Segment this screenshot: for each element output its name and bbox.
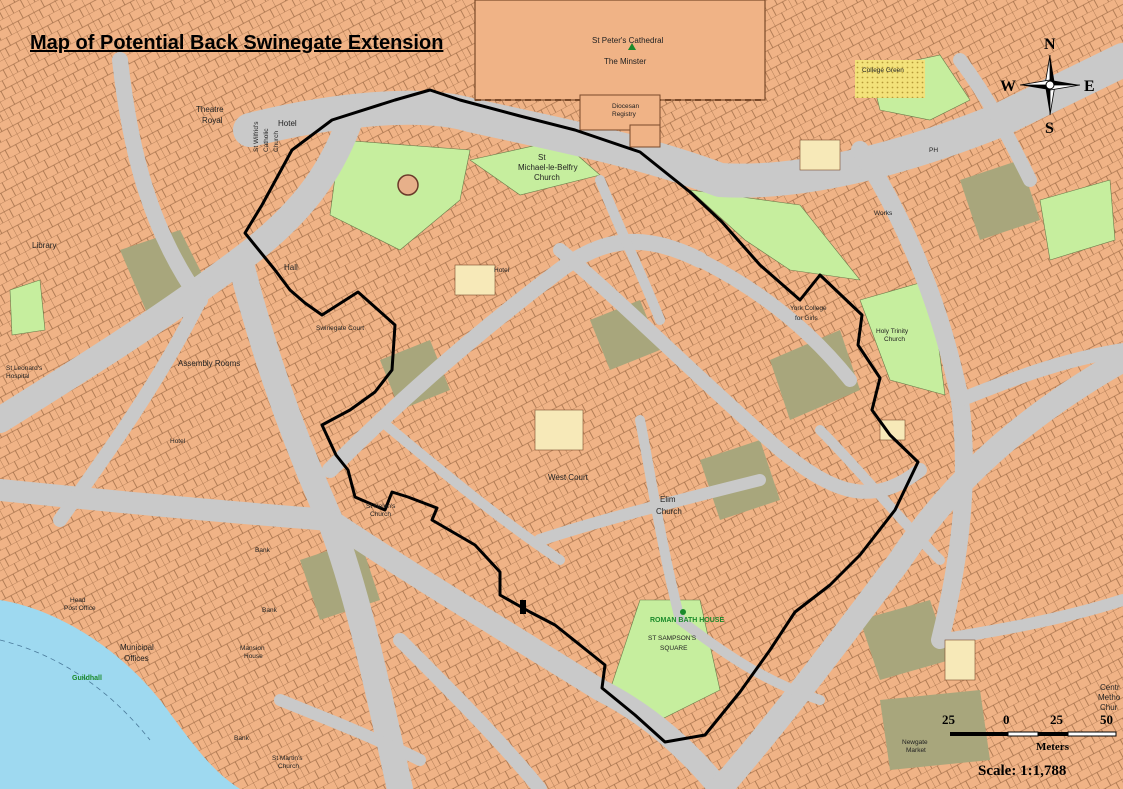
label-st-leonards-2: Hospital	[6, 373, 30, 380]
label-diocesan-2: Registry	[612, 111, 637, 118]
scale-segment-2	[1007, 731, 1039, 737]
label-theatre-1: Theatre	[196, 105, 224, 114]
scale-tick-2: 0	[1003, 712, 1010, 727]
label-st-helens-2: Church	[370, 511, 391, 518]
label-st-sampsons-2: SQUARE	[660, 645, 688, 652]
compass-west: W	[1000, 78, 1016, 95]
scale-tick-1: 25	[942, 712, 956, 727]
label-hall: Hall	[284, 263, 298, 272]
label-st-leonards-1: St Leonard's	[6, 365, 43, 372]
label-west-court: West Court	[548, 473, 589, 482]
label-holy-trinity-1: Holy Trinity	[876, 328, 909, 335]
label-york-college-2: for Girls	[795, 315, 819, 322]
road-network	[0, 43, 1123, 789]
river-dashed-line	[0, 639, 151, 741]
label-head-post-2: Post Office	[64, 605, 96, 612]
label-newgate-1: Newgate	[902, 739, 928, 746]
label-mansion-2: House	[244, 653, 263, 660]
label-theatre-2: Royal	[202, 116, 223, 125]
map-labels: St Peter's Cathedral The Minster Diocesa…	[6, 36, 1121, 770]
extension-boundary[interactable]	[243, 88, 920, 744]
map-title: Map of Potential Back Swinegate Extensio…	[30, 32, 444, 54]
label-elim-2: Church	[656, 507, 682, 516]
pale-buildings	[454, 139, 976, 681]
label-bank-1: Bank	[255, 547, 271, 554]
scale-segment-4	[1067, 731, 1117, 737]
label-municipal-1: Municipal	[120, 643, 154, 652]
scale-tick-4: 50	[1100, 712, 1113, 727]
roman-column-feature	[397, 174, 419, 196]
label-st-peters: St Peter's Cathedral	[592, 36, 664, 45]
label-central-1: Centr	[1100, 683, 1120, 692]
label-york-college-1: York College	[790, 305, 827, 312]
label-central-3: Chur	[1100, 703, 1118, 712]
roman-bath-marker	[680, 609, 686, 615]
scale-tick-3: 25	[1050, 712, 1064, 727]
label-st-helens-1: St Helen's	[366, 503, 396, 510]
label-st-martins-1: St Martin's	[272, 755, 303, 762]
cathedral-complex	[474, 0, 766, 148]
label-bank-3: Bank	[234, 735, 250, 742]
label-holy-trinity-2: Church	[884, 336, 905, 343]
label-st-sampsons-1: ST SAMPSON'S	[648, 635, 697, 642]
scale-segment-3	[1038, 732, 1068, 736]
label-bank-2: Bank	[262, 607, 278, 614]
green-spaces	[9, 54, 1116, 721]
label-diocesan-1: Diocesan	[612, 103, 639, 110]
college-green-hatch	[855, 60, 925, 98]
label-hotel-2: Hotel	[170, 438, 186, 445]
river-ouse	[0, 600, 240, 789]
label-swinegate-court: Swinegate Court	[316, 325, 364, 332]
compass-north: N	[1044, 36, 1056, 53]
compass-rose: N S E W	[1000, 36, 1095, 137]
label-st-michael-1: St	[538, 153, 546, 162]
label-elim-1: Elim	[660, 495, 676, 504]
label-st-michael-3: Church	[534, 173, 560, 182]
label-assembly-rooms: Assembly Rooms	[178, 359, 240, 368]
label-municipal-2: Offices	[124, 654, 149, 663]
label-st-wilfrids-2: Catholic	[263, 128, 270, 152]
label-central-2: Metho	[1098, 693, 1121, 702]
label-the-minster: The Minster	[604, 57, 647, 66]
label-st-wilfrids-3: Church	[273, 131, 280, 152]
label-roman-bath: ROMAN BATH HOUSE	[650, 617, 724, 624]
label-guildhall: Guildhall	[72, 675, 102, 682]
label-mansion-1: Mansion	[240, 645, 265, 652]
label-head-post-1: Head	[70, 597, 86, 604]
compass-south: S	[1045, 120, 1054, 137]
label-hotel-1: Hotel	[278, 119, 297, 128]
label-library: Library	[32, 241, 56, 250]
label-hotel-3: Hotel	[494, 267, 510, 274]
compass-east: E	[1084, 78, 1095, 95]
label-st-michael-2: Michael-le-Belfry	[518, 163, 578, 172]
scale-segment-1	[950, 732, 1008, 736]
label-st-martins-2: Church	[278, 763, 299, 770]
label-works: Works	[874, 210, 893, 217]
label-st-wilfrids-1: St Wilfrid's	[253, 121, 260, 152]
label-newgate-2: Market	[906, 747, 926, 754]
scale-units: Meters	[1036, 741, 1070, 753]
scale-ratio: Scale: 1:1,788	[978, 763, 1066, 779]
label-college-green: College Green	[862, 67, 904, 74]
scale-bar: 25 0 25 50 Meters Scale: 1:1,788	[942, 712, 1117, 779]
label-ph: PH	[929, 147, 938, 154]
